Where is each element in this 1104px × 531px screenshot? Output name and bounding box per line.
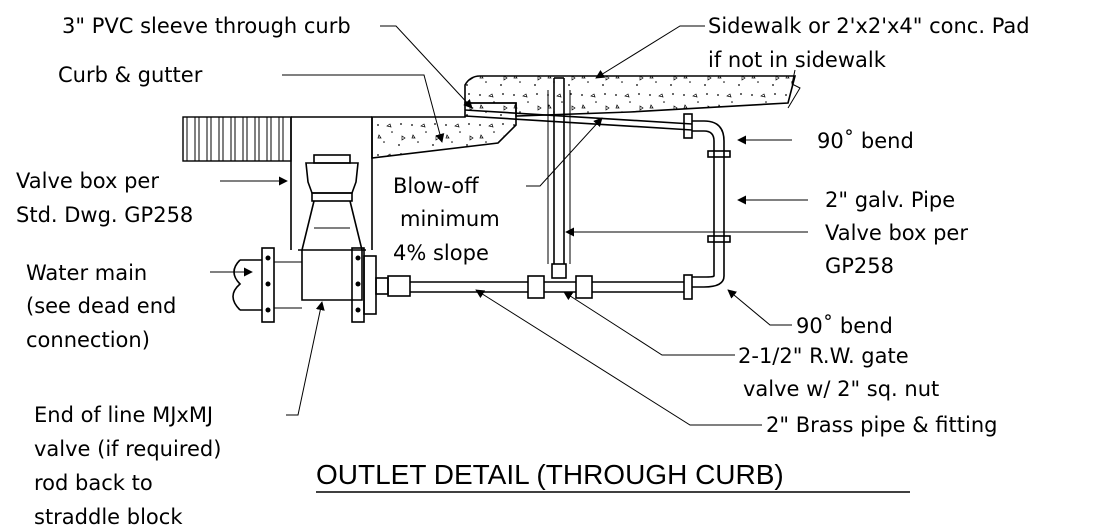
label-bend-top: 90˚ bend [817, 129, 914, 153]
label-sidewalk-1: Sidewalk or 2'x2'x4" conc. Pad [708, 14, 1030, 38]
label-blowoff-2: minimum [400, 207, 500, 231]
label-end-line-1: End of line MJxMJ [34, 403, 213, 427]
annotations: 3" PVC sleeve through curb Curb & gutter… [16, 14, 1030, 529]
gate-valve-mjxmj [261, 154, 377, 323]
water-main [232, 259, 262, 311]
leader-lines [210, 25, 808, 426]
brass-pipe [375, 274, 693, 300]
label-valve-box-std-1: Valve box per [16, 169, 159, 193]
valve-box-left [290, 116, 373, 250]
galv-pipe-loop [683, 113, 731, 288]
label-valve-box-gp-2: GP258 [825, 254, 894, 278]
title-text: OUTLET DETAIL (THROUGH CURB) [316, 459, 784, 490]
label-blowoff-1: Blow-off [393, 174, 479, 198]
label-water-main-3: connection) [26, 328, 150, 352]
label-rw-gate-2: valve w/ 2" sq. nut [743, 377, 939, 401]
label-water-main-1: Water main [26, 261, 147, 285]
label-blowoff-3: 4% slope [393, 241, 489, 265]
label-end-line-4: straddle block [34, 505, 183, 529]
label-galv-pipe: 2" galv. Pipe [825, 188, 955, 212]
label-sidewalk-2: if not in sidewalk [708, 48, 887, 72]
label-pvc-sleeve: 3" PVC sleeve through curb [62, 14, 351, 38]
label-water-main-2: (see dead end [26, 294, 176, 318]
pavement [182, 116, 292, 162]
label-end-line-2: valve (if required) [34, 437, 221, 461]
label-end-line-3: rod back to [34, 471, 153, 495]
label-bend-bottom: 90˚ bend [796, 314, 893, 338]
pvc-sleeve [464, 109, 693, 131]
label-valve-box-gp-1: Valve box per [825, 221, 968, 245]
label-brass-pipe: 2" Brass pipe & fitting [766, 413, 997, 437]
drawing-title: OUTLET DETAIL (THROUGH CURB) [316, 459, 910, 493]
label-valve-box-std-2: Std. Dwg. GP258 [16, 203, 193, 227]
label-rw-gate-1: 2-1/2" R.W. gate [738, 344, 909, 368]
label-curb-gutter: Curb & gutter [58, 63, 203, 87]
sidewalk-pad [464, 69, 801, 117]
